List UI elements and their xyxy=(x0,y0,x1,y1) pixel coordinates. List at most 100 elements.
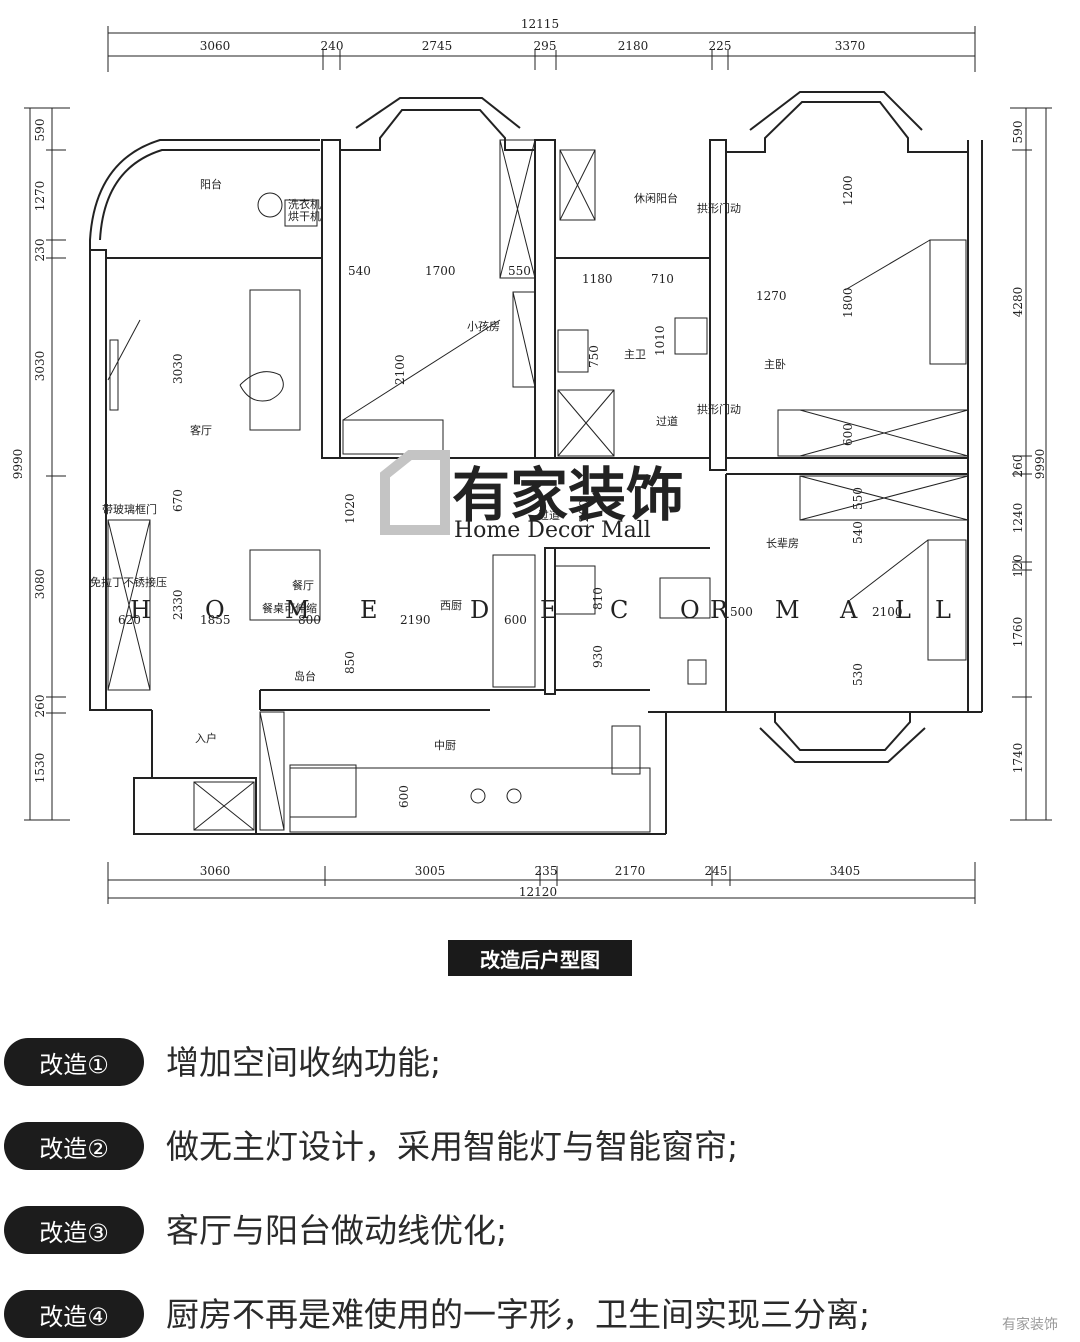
svg-text:4280: 4280 xyxy=(1011,287,1025,318)
svg-text:1760: 1760 xyxy=(1011,617,1025,648)
svg-text:1240: 1240 xyxy=(1011,503,1025,534)
plan-caption: 改造后户型图 xyxy=(448,940,632,976)
svg-text:1740: 1740 xyxy=(1011,743,1025,774)
svg-text:Home Decor Mall: Home Decor Mall xyxy=(454,518,651,543)
svg-text:2100: 2100 xyxy=(393,354,407,385)
svg-text:2745: 2745 xyxy=(422,39,453,53)
svg-text:540: 540 xyxy=(851,521,865,544)
svg-text:620: 620 xyxy=(118,613,141,627)
svg-text:L: L xyxy=(895,596,915,624)
svg-text:260: 260 xyxy=(33,695,47,718)
svg-text:235: 235 xyxy=(535,864,558,878)
svg-text:1800: 1800 xyxy=(841,287,855,318)
svg-text:850: 850 xyxy=(343,651,357,674)
svg-text:2180: 2180 xyxy=(618,39,649,53)
svg-text:带玻璃框门: 带玻璃框门 xyxy=(102,502,157,516)
svg-text:550: 550 xyxy=(851,487,865,510)
brand-watermark: 有家装饰 Home Decor Mall xyxy=(380,450,684,543)
svg-text:930: 930 xyxy=(591,645,605,668)
modification-text: 厨房不再是难使用的一字形，卫生间实现三分离; xyxy=(166,1295,871,1334)
svg-text:540: 540 xyxy=(348,264,371,278)
corner-watermark: 有家装饰 xyxy=(1002,1317,1058,1333)
svg-text:590: 590 xyxy=(33,119,47,142)
svg-text:2170: 2170 xyxy=(615,864,646,878)
svg-text:120: 120 xyxy=(1011,555,1025,578)
modification-badge: 改造④ xyxy=(4,1290,144,1338)
svg-text:阳台: 阳台 xyxy=(200,177,222,191)
svg-text:2100: 2100 xyxy=(872,605,903,619)
svg-text:810: 810 xyxy=(591,587,605,610)
svg-text:530: 530 xyxy=(851,663,865,686)
svg-text:750: 750 xyxy=(587,345,601,368)
modification-text: 增加空间收纳功能; xyxy=(166,1043,442,1082)
modification-item: 改造④ 厨房不再是难使用的一字形，卫生间实现三分离; xyxy=(0,1282,1080,1342)
svg-text:1530: 1530 xyxy=(33,753,47,784)
svg-text:225: 225 xyxy=(709,39,732,53)
svg-text:L: L xyxy=(935,596,955,624)
svg-text:M: M xyxy=(775,596,804,624)
svg-text:D: D xyxy=(470,596,493,624)
svg-text:710: 710 xyxy=(651,272,674,286)
svg-text:1270: 1270 xyxy=(33,181,47,212)
svg-text:2190: 2190 xyxy=(400,613,431,627)
svg-text:休闲阳台: 休闲阳台 xyxy=(634,191,678,205)
svg-text:R: R xyxy=(710,596,732,624)
svg-text:500: 500 xyxy=(730,605,753,619)
modification-text: 客厅与阳台做动线优化; xyxy=(166,1211,508,1250)
svg-text:M: M xyxy=(285,596,314,624)
svg-text:3030: 3030 xyxy=(171,353,185,384)
svg-text:O: O xyxy=(205,596,229,624)
svg-text:3005: 3005 xyxy=(415,864,446,878)
bottom-dims: 3060 3005 235 2170 245 3405 xyxy=(200,864,861,878)
svg-text:西厨: 西厨 xyxy=(440,599,462,612)
svg-text:240: 240 xyxy=(321,39,344,53)
svg-text:3080: 3080 xyxy=(33,569,47,600)
modification-item: 改造② 做无主灯设计，采用智能灯与智能窗帘; xyxy=(0,1114,1080,1174)
svg-text:有家装饰: 有家装饰 xyxy=(452,461,684,529)
svg-text:1270: 1270 xyxy=(756,289,787,303)
svg-text:主卧: 主卧 xyxy=(764,358,786,371)
svg-text:1180: 1180 xyxy=(582,272,613,286)
svg-text:小孩房: 小孩房 xyxy=(467,320,500,333)
svg-text:230: 230 xyxy=(33,239,47,262)
top-total-dim: 12115 xyxy=(521,17,559,31)
svg-text:过道: 过道 xyxy=(538,508,560,522)
modification-badge: 改造③ xyxy=(4,1206,144,1254)
floor-plan: 12115 3060 240 2745 295 2180 225 3370 30… xyxy=(11,17,1052,904)
svg-text:客厅: 客厅 xyxy=(190,423,212,437)
svg-text:C: C xyxy=(610,596,632,624)
svg-text:1200: 1200 xyxy=(577,499,591,530)
inner-dims: 540 1700 550 2100 1180 710 1010 750 1270… xyxy=(118,175,903,808)
svg-text:中厨: 中厨 xyxy=(434,739,456,752)
left-dims: 590 1270 230 3030 3080 260 1530 9990 xyxy=(11,119,47,784)
svg-text:550: 550 xyxy=(508,264,531,278)
svg-text:9990: 9990 xyxy=(1033,449,1047,480)
svg-text:E: E xyxy=(540,596,562,624)
svg-text:入户: 入户 xyxy=(195,731,217,745)
svg-text:245: 245 xyxy=(705,864,728,878)
svg-text:3030: 3030 xyxy=(33,351,47,382)
svg-text:过道: 过道 xyxy=(656,414,678,428)
svg-text:1020: 1020 xyxy=(343,493,357,524)
svg-text:拱形门动: 拱形门动 xyxy=(697,201,741,215)
modification-item: 改造③ 客厅与阳台做动线优化; xyxy=(0,1198,1080,1258)
svg-text:洗衣机: 洗衣机 xyxy=(288,197,321,211)
svg-text:260: 260 xyxy=(1011,455,1025,478)
top-dims: 3060 240 2745 295 2180 225 3370 xyxy=(200,39,866,53)
svg-text:A: A xyxy=(839,596,861,624)
svg-text:岛台: 岛台 xyxy=(294,669,316,683)
svg-text:600: 600 xyxy=(504,613,527,627)
svg-text:1700: 1700 xyxy=(425,264,456,278)
svg-text:1010: 1010 xyxy=(653,325,667,356)
svg-text:餐厅: 餐厅 xyxy=(292,578,314,592)
svg-text:免拉丁不锈接压: 免拉丁不锈接压 xyxy=(90,575,167,589)
svg-text:2330: 2330 xyxy=(171,589,185,620)
svg-text:3370: 3370 xyxy=(835,39,866,53)
svg-text:600: 600 xyxy=(841,423,855,446)
modification-badge: 改造② xyxy=(4,1122,144,1170)
watermark-row: H O M E D E C O R M A L L xyxy=(130,596,955,624)
svg-text:长辈房: 长辈房 xyxy=(766,536,799,550)
svg-text:1855: 1855 xyxy=(200,613,231,627)
right-dims: 590 4280 260 1240 120 1760 1740 9990 xyxy=(1011,121,1047,774)
modification-item: 改造① 增加空间收纳功能; xyxy=(0,1030,1080,1090)
